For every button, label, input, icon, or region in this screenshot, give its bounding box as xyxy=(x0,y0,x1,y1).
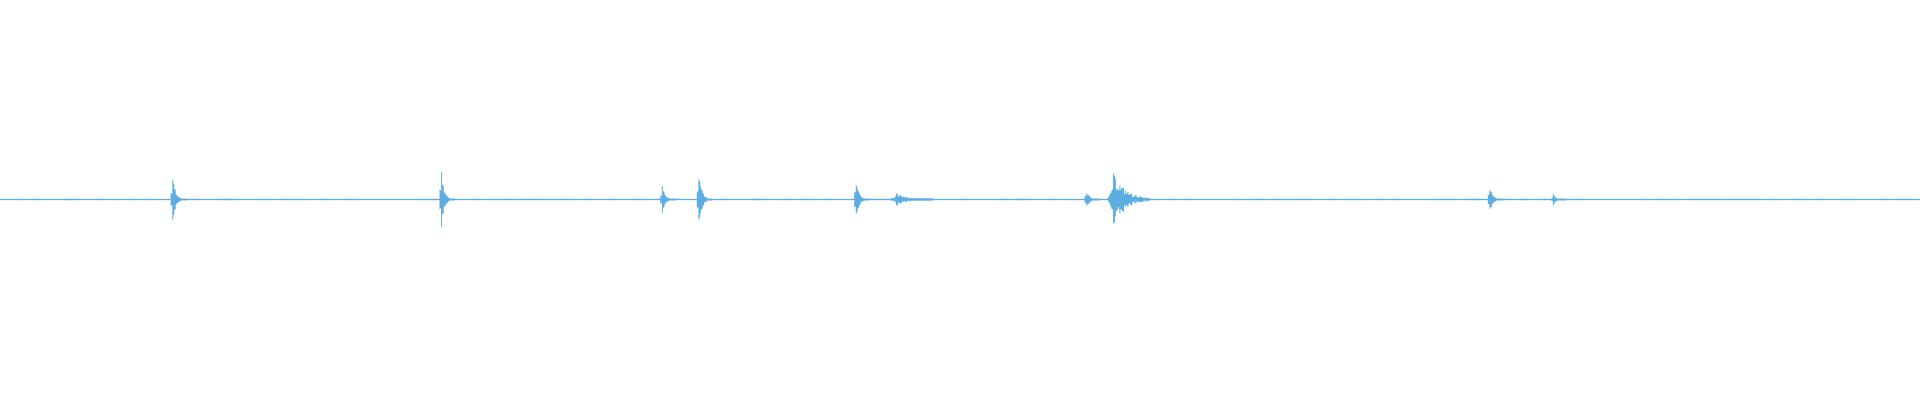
waveform-transient xyxy=(890,193,934,206)
waveform-transient xyxy=(696,179,713,220)
waveform-transient xyxy=(1084,193,1100,206)
waveform-transient xyxy=(170,179,187,220)
waveform-transients xyxy=(0,172,1918,227)
waveform-transient xyxy=(439,172,455,227)
waveform-transient xyxy=(1487,190,1504,209)
waveform-transient xyxy=(1551,193,1567,206)
waveform-transient xyxy=(1107,173,1151,224)
waveform-transient xyxy=(660,186,676,213)
waveform-transient xyxy=(854,185,870,214)
